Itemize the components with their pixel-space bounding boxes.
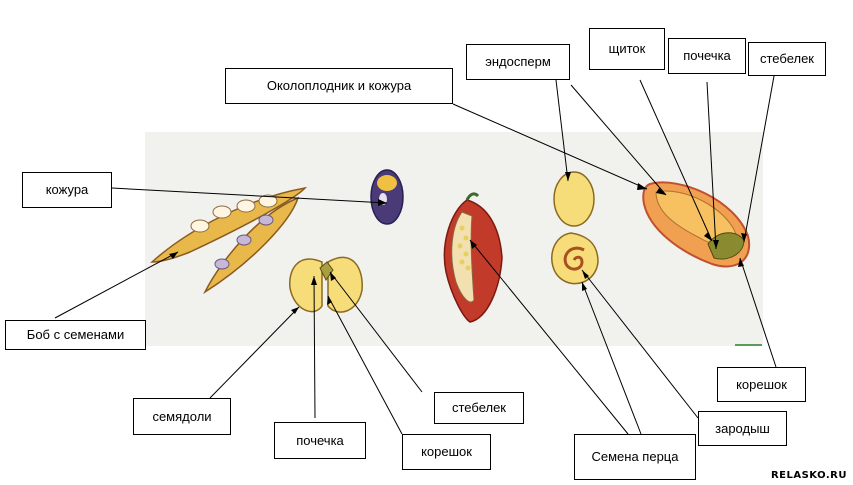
- pepper-illustration: [443, 192, 503, 323]
- pointer-lines: [54, 75, 777, 435]
- label-zarodysh: зародыш: [698, 411, 787, 446]
- label-okoloplodnik: Околоплодник и кожура: [225, 68, 453, 104]
- label-shchitok: щиток: [589, 28, 665, 70]
- watermark: RELASKO.RU: [770, 470, 847, 481]
- label-semena-pertsa: Семена перца: [574, 434, 696, 480]
- label-koreshok-right: корешок: [717, 367, 806, 402]
- corn-kernel-illustration: [642, 181, 751, 268]
- label-stebelek-bottom: стебелек: [434, 392, 524, 424]
- label-endosperm: эндосперм: [466, 44, 570, 80]
- label-koreshok-bottom: корешок: [402, 434, 491, 470]
- arrowheads: [169, 172, 747, 314]
- bean-pod-illustration: [150, 186, 308, 295]
- label-bob: Боб с семенами: [5, 320, 146, 350]
- bean-seed-illustration: [370, 169, 404, 225]
- label-stebelek-top: стебелек: [748, 42, 826, 76]
- pepper-seeds-illustration: [551, 171, 599, 285]
- label-pochechka-top: почечка: [668, 38, 746, 74]
- label-pochechka-bottom: почечка: [274, 422, 366, 459]
- label-kozhura: кожура: [22, 172, 112, 208]
- label-semyadoli: семядоли: [133, 398, 231, 435]
